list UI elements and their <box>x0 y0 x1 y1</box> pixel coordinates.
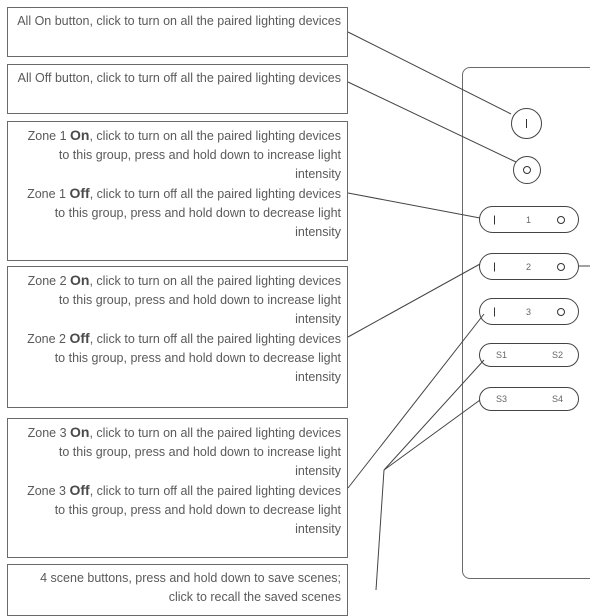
all-on-button[interactable] <box>511 108 542 139</box>
scenes-description: 4 scene buttons, press and hold down to … <box>40 571 341 604</box>
zone2-number: 2 <box>526 261 532 272</box>
zone2-off-icon <box>557 262 565 271</box>
scene-label-s4: S4 <box>552 394 564 404</box>
scene-label-s1: S1 <box>496 350 508 360</box>
scene-button-s3-s4[interactable]: S3 S4 <box>479 387 579 411</box>
zone3-button[interactable]: 3 <box>479 298 579 325</box>
leader-zone1 <box>347 192 481 219</box>
zone1-off-text: Zone 1 Off, click to turn off all the pa… <box>27 185 341 239</box>
zone3-on-text: Zone 3 On, click to turn on all the pair… <box>27 424 341 478</box>
zone1-callout: Zone 1 On, click to turn on all the pair… <box>7 121 348 261</box>
zone3-number: 3 <box>526 306 532 317</box>
zone1-on-icon <box>494 215 496 224</box>
scenes-callout: 4 scene buttons, press and hold down to … <box>7 564 348 616</box>
power-off-icon <box>523 166 531 174</box>
scene-label-s2: S2 <box>552 350 564 360</box>
all-off-callout: All Off button, click to turn off all th… <box>7 64 348 114</box>
zone1-button[interactable]: 1 <box>479 206 579 233</box>
scene-button-s1-s2[interactable]: S1 S2 <box>479 343 579 367</box>
leader-scenes-trunk <box>375 469 385 591</box>
zone1-on-text: Zone 1 On, click to turn on all the pair… <box>27 127 341 181</box>
all-on-callout: All On button, click to turn on all the … <box>7 7 348 57</box>
zone2-callout: Zone 2 On, click to turn on all the pair… <box>7 266 348 408</box>
scene-label-s3: S3 <box>496 394 508 404</box>
zone3-callout: Zone 3 On, click to turn on all the pair… <box>7 418 348 558</box>
zone1-number: 1 <box>526 214 532 225</box>
zone2-on-text: Zone 2 On, click to turn on all the pair… <box>27 272 341 326</box>
zone1-off-icon <box>557 215 565 224</box>
all-off-description: All Off button, click to turn off all th… <box>17 71 341 85</box>
zone3-on-icon <box>494 307 496 316</box>
zone2-button[interactable]: 2 <box>479 253 579 280</box>
zone2-off-text: Zone 2 Off, click to turn off all the pa… <box>27 330 341 384</box>
leader-zone2 <box>347 263 481 338</box>
zone3-off-text: Zone 3 Off, click to turn off all the pa… <box>27 482 341 536</box>
zone3-off-icon <box>557 307 565 316</box>
zone2-on-icon <box>494 262 496 271</box>
all-on-description: All On button, click to turn on all the … <box>17 14 341 28</box>
power-on-icon <box>525 119 528 128</box>
all-off-button[interactable] <box>513 156 541 184</box>
